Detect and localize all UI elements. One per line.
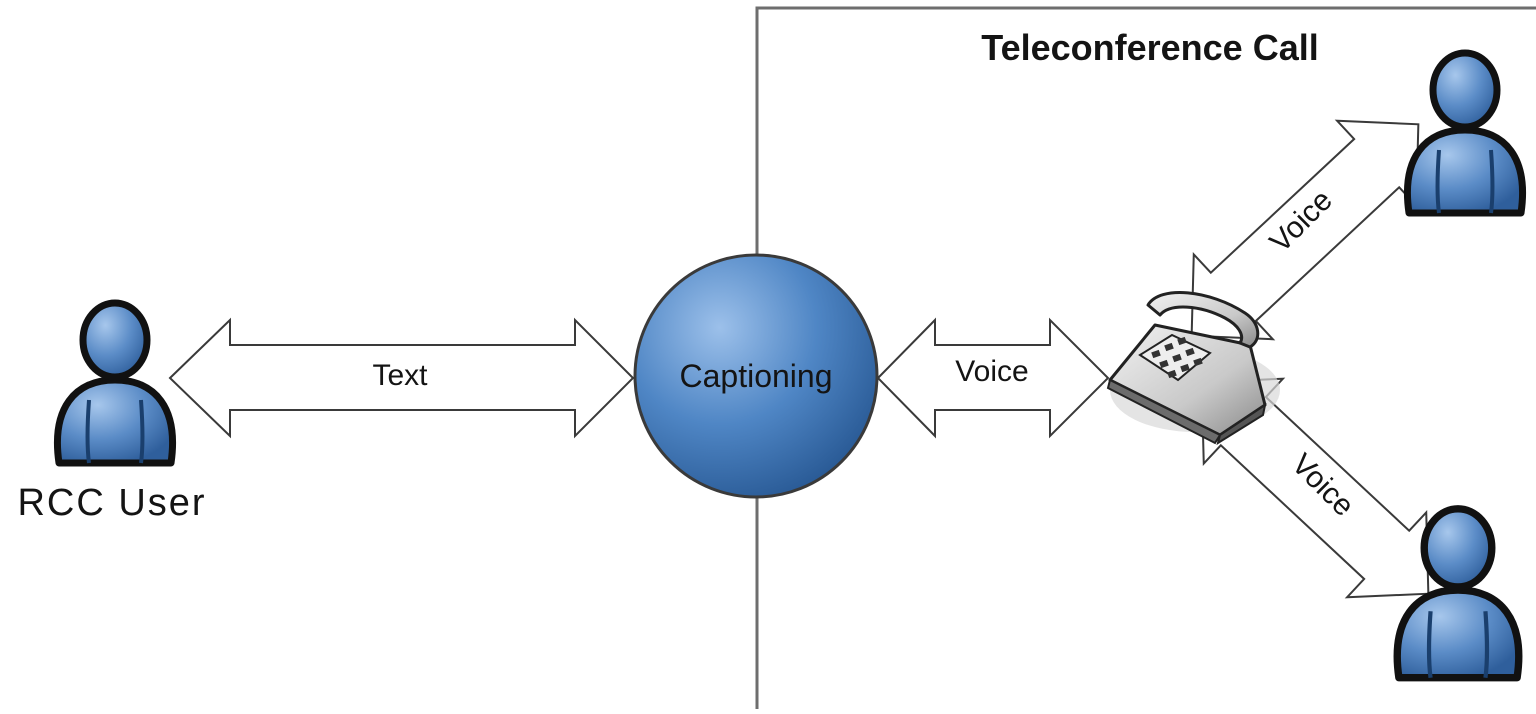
call-title: Teleconference Call [981,27,1318,68]
call-boundary [755,6,1536,709]
rcc-user-label: RCC User [17,482,206,524]
person-icon [57,303,172,463]
telephone-icon [1106,291,1280,446]
text-link-label: Text [372,359,428,392]
captioning-node: Captioning [633,253,879,499]
voice-link-arrow [876,317,1110,439]
voice-link-label: Voice [955,355,1028,388]
text-link-arrow [168,317,635,439]
captioning-label: Captioning [680,358,833,394]
rcc-user: RCC User [17,303,206,524]
person-icon [1407,53,1522,213]
voice-link-top-arrow [1190,119,1420,341]
